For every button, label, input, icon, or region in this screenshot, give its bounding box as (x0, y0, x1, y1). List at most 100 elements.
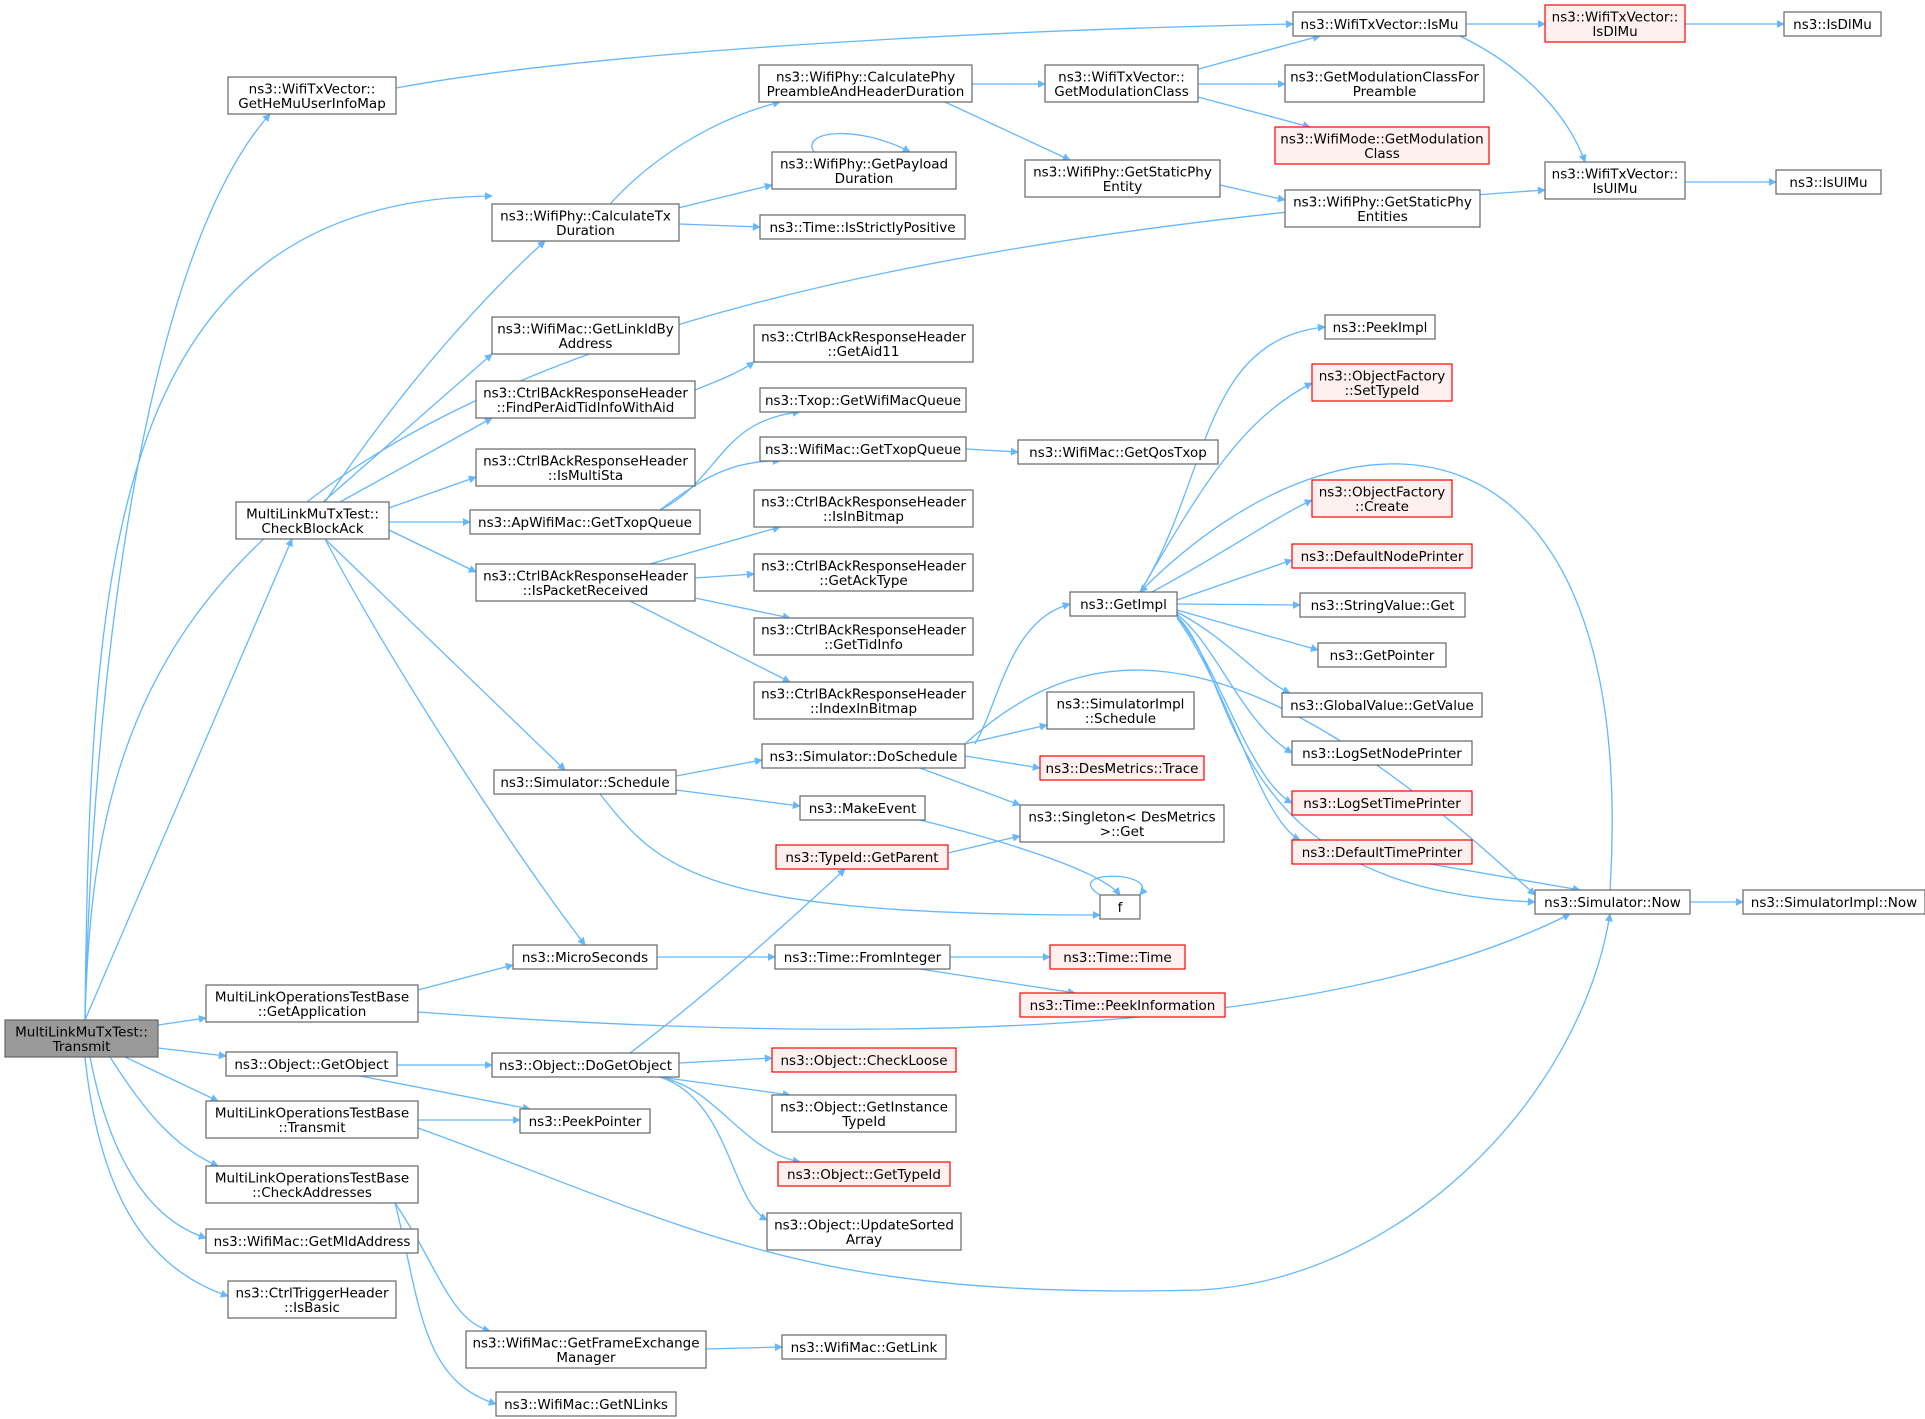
node-ctrlTrigIsBasic[interactable]: ns3::CtrlTriggerHeader::IsBasic (227, 1280, 397, 1319)
node-wifiModeGetMod[interactable]: ns3::WifiMode::GetModulationClass (1274, 126, 1490, 165)
node-label-line: Duration (556, 223, 615, 239)
node-getPointer[interactable]: ns3::GetPointer (1317, 642, 1447, 668)
edge-root-to-getApplication (157, 1015, 207, 1026)
edge-schedule-to-f (599, 793, 1101, 919)
node-isPacketRecv[interactable]: ns3::CtrlBAckResponseHeader::IsPacketRec… (475, 563, 696, 602)
node-fromInteger[interactable]: ns3::Time::FromInteger (774, 944, 951, 970)
node-box (465, 1330, 707, 1369)
node-desTrace[interactable]: ns3::DesMetrics::Trace (1039, 755, 1205, 781)
node-timeTime[interactable]: ns3::Time::Time (1049, 944, 1186, 970)
node-checkLoose[interactable]: ns3::Object::CheckLoose (771, 1047, 957, 1073)
node-isDlMuTx[interactable]: ns3::WifiTxVector::IsDlMu (1544, 4, 1686, 43)
node-isMultiSta[interactable]: ns3::CtrlBAckResponseHeader::IsMultiSta (475, 448, 696, 487)
node-box (761, 743, 966, 769)
node-singletonGet[interactable]: ns3::Singleton< DesMetrics>::Get (1019, 804, 1225, 843)
node-globalGetValue[interactable]: ns3::GlobalValue::GetValue (1281, 692, 1483, 718)
node-isUlMu[interactable]: ns3::IsUlMu (1775, 169, 1882, 195)
edge-doGetObject-to-objGetTypeId (659, 1076, 801, 1165)
node-root[interactable]: MultiLinkMuTxTest::Transmit (4, 1019, 159, 1058)
node-label-line: ns3::CtrlTriggerHeader (235, 1285, 388, 1301)
node-label-line: ns3::ObjectFactory (1319, 484, 1446, 500)
node-typeIdGetParent[interactable]: ns3::TypeId::GetParent (775, 844, 949, 870)
node-getHeMu[interactable]: ns3::WifiTxVector::GetHeMuUserInfoMap (227, 76, 397, 115)
node-objGetTypeId[interactable]: ns3::Object::GetTypeId (777, 1161, 951, 1187)
edge-objGetObject-to-peekPointer (359, 1075, 531, 1112)
node-peekInfo[interactable]: ns3::Time::PeekInformation (1019, 992, 1226, 1018)
node-simNow[interactable]: ns3::Simulator::Now (1534, 889, 1691, 915)
node-simImplNow[interactable]: ns3::SimulatorImpl::Now (1742, 889, 1925, 915)
node-indexInBitmap[interactable]: ns3::CtrlBAckResponseHeader::IndexInBitm… (753, 681, 974, 720)
edge-getImpl-to-simNow (1176, 615, 1536, 906)
node-checkBlockAck[interactable]: MultiLinkMuTxTest::CheckBlockAck (235, 501, 390, 540)
node-getModClass[interactable]: ns3::WifiTxVector::GetModulationClass (1044, 64, 1199, 103)
node-isDlMu[interactable]: ns3::IsDlMu (1783, 11, 1882, 37)
node-peekPointer[interactable]: ns3::PeekPointer (519, 1108, 651, 1134)
node-isMu[interactable]: ns3::WifiTxVector::IsMu (1292, 11, 1467, 37)
node-getImpl[interactable]: ns3::GetImpl (1069, 591, 1178, 617)
edge-getImpl-to-ofSetTypeId (1139, 382, 1313, 593)
node-logSetNode[interactable]: ns3::LogSetNodePrinter (1291, 740, 1473, 766)
node-getApplication[interactable]: MultiLinkOperationsTestBase::GetApplicat… (205, 984, 419, 1023)
node-ofCreate[interactable]: ns3::ObjectFactory::Create (1311, 479, 1453, 518)
node-makeEvent[interactable]: ns3::MakeEvent (799, 795, 926, 821)
node-getMldAddress[interactable]: ns3::WifiMac::GetMldAddress (205, 1228, 419, 1254)
node-label-line: ns3::WifiMac::GetLink (791, 1340, 938, 1356)
node-getTidInfo[interactable]: ns3::CtrlBAckResponseHeader::GetTidInfo (753, 617, 974, 656)
node-isUlMuTx[interactable]: ns3::WifiTxVector::IsUlMu (1544, 161, 1686, 200)
node-label-line: MultiLinkOperationsTestBase (215, 1105, 409, 1121)
node-label-line: ns3::Time::PeekInformation (1030, 998, 1216, 1014)
node-label-line: ns3::CtrlBAckResponseHeader (483, 385, 688, 401)
node-logSetTime[interactable]: ns3::LogSetTimePrinter (1291, 790, 1473, 816)
node-isStrictPos[interactable]: ns3::Time::IsStrictlyPositive (759, 214, 966, 240)
node-simImplSchedule[interactable]: ns3::SimulatorImpl::Schedule (1046, 691, 1195, 730)
node-doGetObject[interactable]: ns3::Object::DoGetObject (491, 1052, 680, 1078)
node-box (1099, 894, 1141, 920)
node-checkAddresses[interactable]: MultiLinkOperationsTestBase::CheckAddres… (205, 1165, 419, 1204)
node-isInBitmap[interactable]: ns3::CtrlBAckResponseHeader::IsInBitmap (753, 489, 974, 528)
node-getAid11[interactable]: ns3::CtrlBAckResponseHeader::GetAid11 (753, 324, 974, 363)
edge-getImpl-to-stringGet (1176, 600, 1301, 609)
node-doSchedule[interactable]: ns3::Simulator::DoSchedule (761, 743, 966, 769)
node-getLink[interactable]: ns3::WifiMac::GetLink (781, 1334, 947, 1360)
node-peekImpl[interactable]: ns3::PeekImpl (1324, 314, 1436, 340)
node-findPerAid[interactable]: ns3::CtrlBAckResponseHeader::FindPerAidT… (475, 380, 696, 419)
node-label-line: ns3::WifiMode::GetModulation (1280, 131, 1483, 147)
node-mloTransmit[interactable]: MultiLinkOperationsTestBase::Transmit (205, 1100, 419, 1139)
node-getNLinks[interactable]: ns3::WifiMac::GetNLinks (495, 1391, 677, 1417)
edge-calcTx-to-calcPreamble (609, 99, 781, 205)
edge-schedule-to-makeEvent (675, 789, 801, 810)
edge-calcTx-to-isStrictPos (678, 222, 761, 231)
node-defTimePrinter[interactable]: ns3::DefaultTimePrinter (1291, 839, 1473, 865)
node-microSeconds[interactable]: ns3::MicroSeconds (512, 944, 658, 970)
node-label-line: Manager (556, 1350, 616, 1366)
node-ofSetTypeId[interactable]: ns3::ObjectFactory::SetTypeId (1311, 363, 1453, 402)
node-label-line: ns3::GetPointer (1330, 648, 1435, 664)
node-schedule[interactable]: ns3::Simulator::Schedule (493, 769, 677, 795)
node-objGetObject[interactable]: ns3::Object::GetObject (225, 1051, 398, 1077)
node-calcPreamble[interactable]: ns3::WifiPhy::CalculatePhyPreambleAndHea… (758, 64, 973, 103)
node-getQosTxop[interactable]: ns3::WifiMac::GetQosTxop (1017, 439, 1219, 465)
edge-doGetObject-to-updateSorted (659, 1076, 768, 1221)
node-macGetTxop[interactable]: ns3::WifiMac::GetTxopQueue (759, 436, 967, 462)
edge-root-to-objGetObject (157, 1047, 227, 1060)
edge-getApplication-to-simNow (417, 913, 1571, 1030)
node-label-line: TypeId (841, 1114, 886, 1130)
node-apGetTxop[interactable]: ns3::ApWifiMac::GetTxopQueue (469, 509, 701, 535)
node-txopGetQueue[interactable]: ns3::Txop::GetWifiMacQueue (759, 387, 967, 413)
node-defNodePrinter[interactable]: ns3::DefaultNodePrinter (1291, 543, 1473, 569)
node-f[interactable]: f (1099, 894, 1141, 920)
node-getAckType[interactable]: ns3::CtrlBAckResponseHeader::GetAckType (753, 553, 974, 592)
node-box (495, 1391, 677, 1417)
node-stringGet[interactable]: ns3::StringValue::Get (1299, 592, 1466, 618)
edge-getPayload-to-getPayload (811, 132, 911, 153)
node-box (1311, 363, 1453, 402)
